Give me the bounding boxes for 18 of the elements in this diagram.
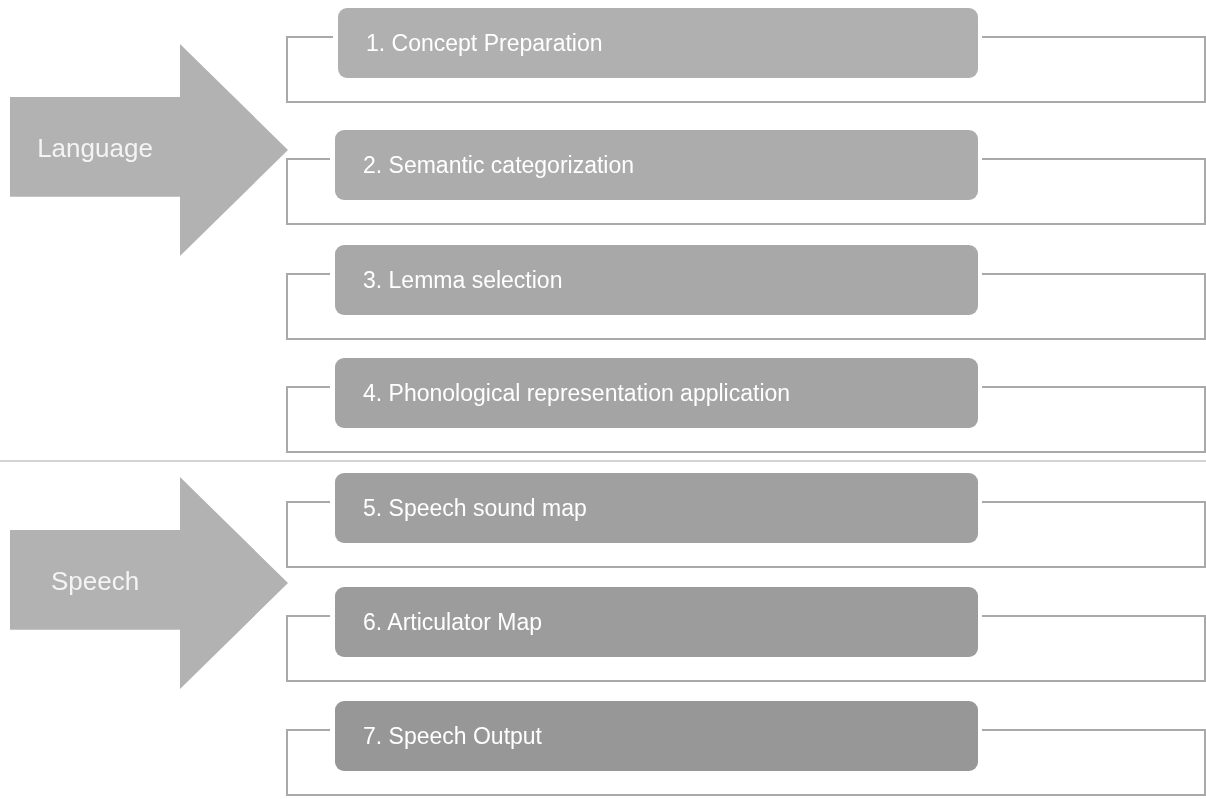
step-label: 5. Speech sound map	[363, 494, 587, 522]
block-arrow	[10, 477, 290, 689]
step-box	[335, 245, 978, 315]
step-label: 4. Phonological representation application	[363, 379, 791, 407]
stage-label: Speech	[49, 566, 141, 597]
step-label: 3. Lemma selection	[363, 266, 563, 294]
stage-label: Language	[36, 133, 154, 164]
step-label: 1. Concept Preparation	[366, 29, 603, 57]
step-box	[335, 358, 978, 428]
block-arrow	[10, 44, 290, 256]
step-label: 6. Articulator Map	[363, 608, 542, 636]
step-label: 2. Semantic categorization	[363, 151, 635, 179]
step-box	[335, 473, 978, 543]
step-box	[335, 587, 978, 657]
step-box	[338, 8, 978, 78]
step-box	[335, 130, 978, 200]
step-box	[335, 701, 978, 771]
step-label: 7. Speech Output	[363, 722, 542, 750]
